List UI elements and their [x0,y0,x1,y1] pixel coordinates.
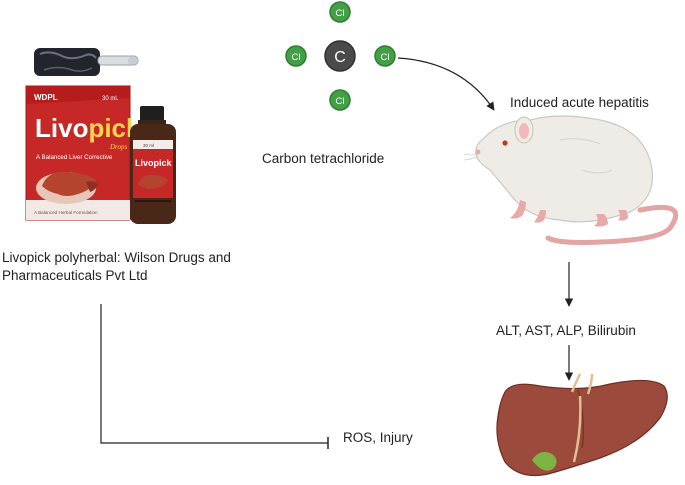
product-label-line2: Pharmaceuticals Pvt Ltd [2,268,148,283]
ccl4-label: Carbon tetrachloride [262,151,385,166]
rat-image [463,115,679,245]
atom-chlorine-bottom-symbol: Cl [336,96,345,107]
rat-eye [502,140,508,146]
liver-image [496,373,668,477]
markers-label: ALT, AST, ALP, Bilirubin [496,323,636,338]
rat-hind-paw [594,214,608,227]
atom-chlorine-left [285,45,307,67]
product-bottle [130,106,176,224]
atom-chlorine-right-symbol: Cl [381,52,390,63]
rat-tail [545,204,679,245]
box-tagline: A Balanced Liver Corrective [36,154,113,161]
dropper-image [34,48,139,76]
atom-chlorine-top [329,1,351,23]
arrow-ccl4-to-rat [397,57,495,111]
product-box [25,85,131,221]
box-brand: Livopick [35,113,141,143]
atom-carbon-symbol: C [334,49,346,66]
bottle-volume: 30 ml [143,143,154,148]
box-liver-icon [42,171,96,196]
atom-carbon [324,40,356,72]
box-form: Drops [109,143,128,151]
box-footer: A Balanced Herbal Formulation [34,210,98,215]
ros-injury-label: ROS, Injury [343,430,413,445]
molecule [285,1,396,111]
liver-gallbladder [532,452,557,471]
atom-chlorine-top-symbol: Cl [336,8,345,19]
rat-body [475,115,654,223]
liver-lobes [496,379,668,477]
rat-front-paw-2 [534,210,546,223]
box-volume: 30 ml. [102,96,119,102]
product-label-line1: Livopick polyherbal: Wilson Drugs and [2,250,231,265]
box-brand-prefix: Livo [35,113,88,143]
atom-chlorine-left-symbol: Cl [292,52,301,63]
rat-nose [475,149,481,155]
atom-chlorine-right [374,45,396,67]
rat-front-paw [510,200,526,219]
atom-chlorine-bottom [329,89,351,111]
box-logo: WDPL [34,93,58,102]
liver-vessel [570,373,594,463]
rat-hind-paw-2 [618,210,628,221]
bottle-liver-icon [138,174,168,189]
inhibition-line [100,304,328,444]
hepatitis-label: Induced acute hepatitis [510,95,649,110]
bottle-brand: Livopick [135,158,173,168]
